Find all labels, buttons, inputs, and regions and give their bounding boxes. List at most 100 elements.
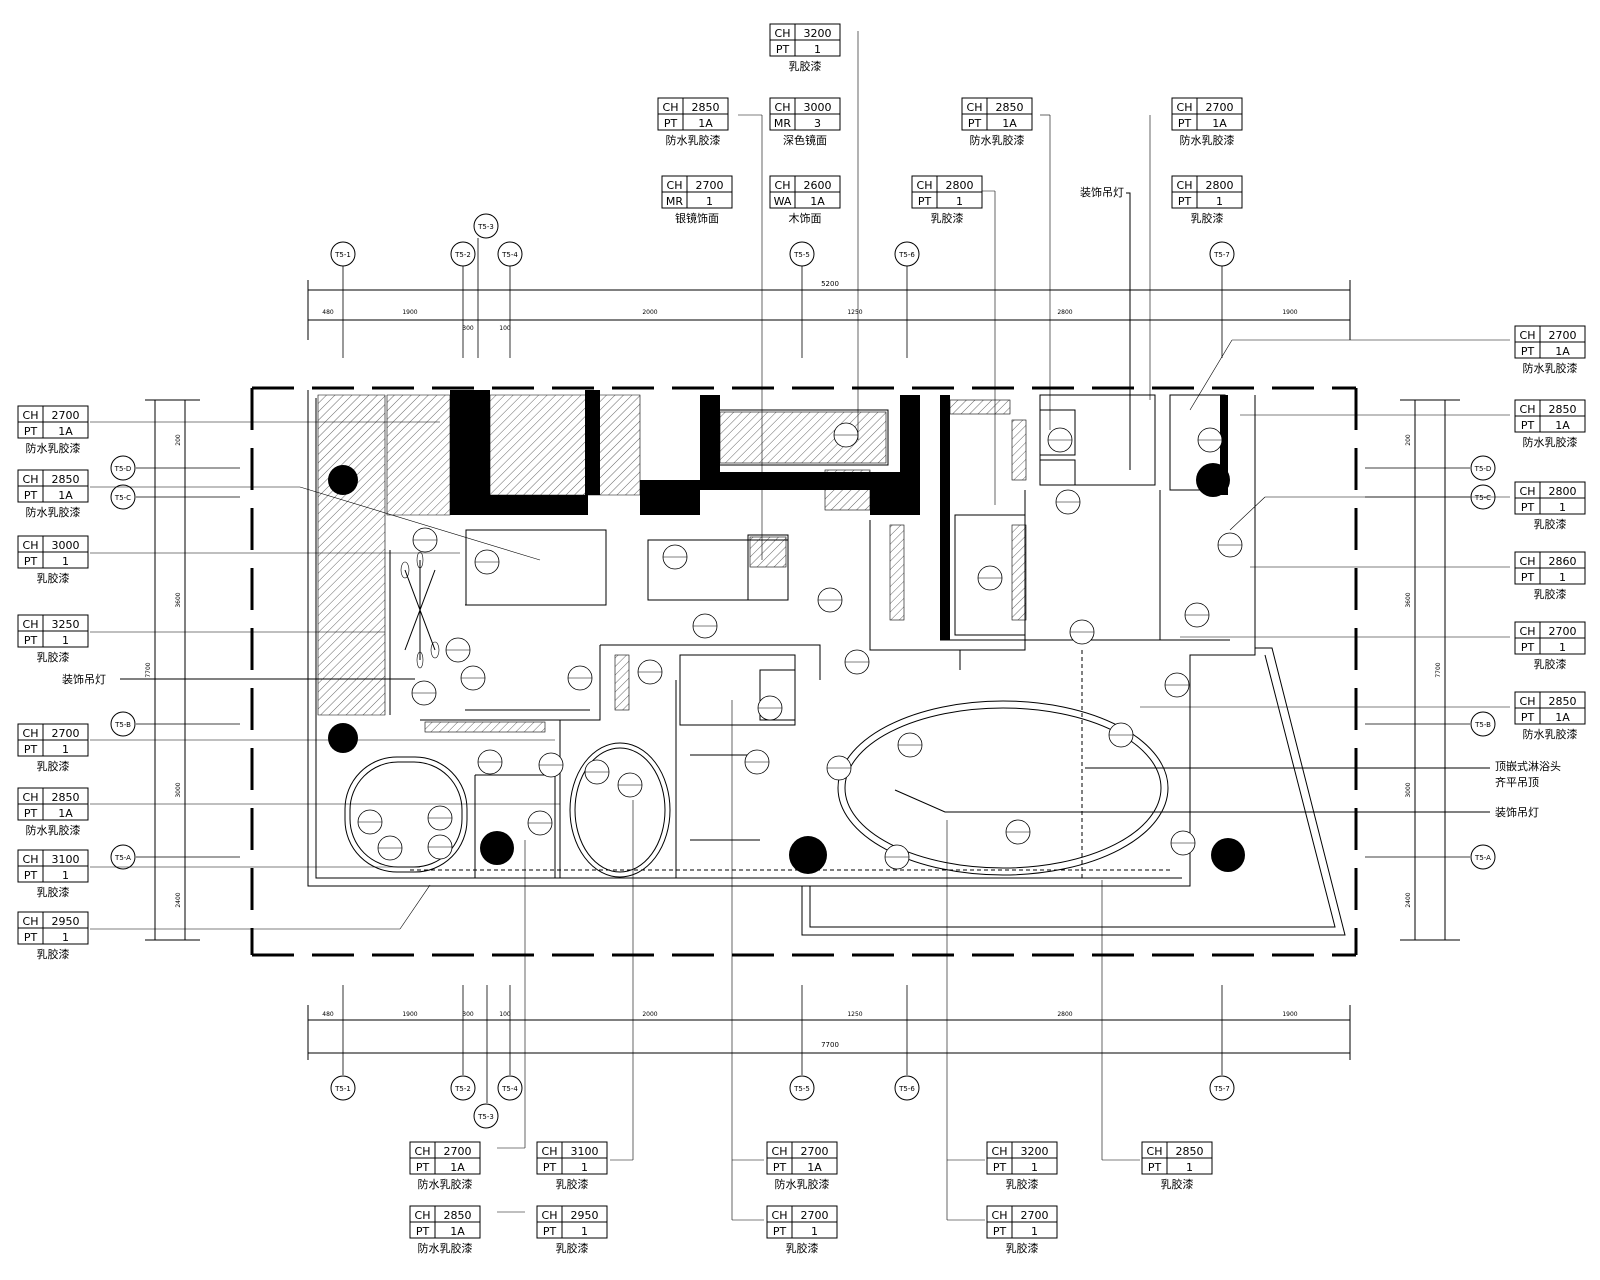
axis-bubble: T5-A [110,844,136,870]
callout-note: 木饰面 [789,211,822,225]
axis-bubble: T5-6 [894,241,920,267]
axis-bubble: T5-2 [450,241,476,267]
callout-code: PT [1521,711,1535,724]
dimension-left: 7700 200 3600 3000 2400 [145,399,200,941]
dim-2000: 2000 [642,309,657,316]
axis-circle [894,241,920,267]
callout-height: 2700 [52,409,80,422]
downlight-icon [897,732,923,758]
callout-material: 1A [450,1225,465,1238]
dim-2800: 2800 [1057,309,1072,316]
exterior-wall [250,386,1358,957]
axis-label: T5-5 [793,251,810,259]
callout-note: 乳胶漆 [1191,211,1224,225]
dim-b-100: 100 [499,1011,511,1018]
callout-height: 3200 [804,27,832,40]
callout-note: 乳胶漆 [556,1241,589,1255]
axis-bubble: T5-3 [473,213,499,239]
axis-label: T5-2 [454,251,471,259]
axis-circle [789,1075,815,1101]
downlight-icon [377,835,403,861]
axis-label: T5-B [114,721,131,729]
axis-bubble: T5-7 [1209,1075,1235,1101]
downlight-icon [757,695,783,721]
dimension-top: 5200 480 1900 300 100 2000 1250 2800 190… [307,280,1351,340]
downlight-icon [744,749,770,775]
axis-bubble: T5-A [1470,844,1496,870]
callout-code: CH [775,179,791,192]
callout-code: CH [775,27,791,40]
callout-code: PT [1521,419,1535,432]
callout-height: 2600 [804,179,832,192]
callout-height: 2850 [692,101,720,114]
axis-label: T5-A [1474,854,1491,862]
dim-1900: 1900 [402,309,417,316]
callout-note: 防水乳胶漆 [666,133,721,147]
callout-code: CH [23,791,39,804]
callout-code: CH [23,618,39,631]
callout-height: 2800 [1206,179,1234,192]
callout-code: PT [1521,345,1535,358]
callout-note: 乳胶漆 [1534,517,1567,531]
callout-height: 3100 [52,853,80,866]
callout-code: PT [1148,1161,1162,1174]
axis-circle [330,1075,356,1101]
callout-material: 3 [814,117,821,130]
callout-code: CH [1520,329,1536,342]
callout-code: PT [416,1225,430,1238]
axis-label: T5-7 [1213,1085,1230,1093]
callout-material: 1 [62,555,69,568]
callout-material: 1 [1216,195,1223,208]
downlight-icon [357,809,383,835]
dim-b-1900: 1900 [1282,1011,1297,1018]
callout-height: 2950 [571,1209,599,1222]
callout-code: PT [543,1161,557,1174]
axis-bubble: T5-D [110,455,136,481]
dim-300: 300 [462,325,474,332]
callout-code: PT [1521,501,1535,514]
callout-material: 1 [1031,1161,1038,1174]
callout-material: 1 [581,1225,588,1238]
axis-bubble: T5-2 [450,1075,476,1101]
axis-bubble: T5-1 [330,241,356,267]
callout-code: CH [23,915,39,928]
callout-code: PT [1521,571,1535,584]
callout-code: PT [993,1161,1007,1174]
callout-code: WA [774,195,792,208]
axis-circle [110,711,136,737]
callout-height: 2700 [1206,101,1234,114]
callout-note: 防水乳胶漆 [1180,133,1235,147]
axis-label: T5-B [1474,721,1491,729]
callout-code: PT [664,117,678,130]
callout-note: 防水乳胶漆 [1523,361,1578,375]
axis-circle [450,241,476,267]
callout-height: 2950 [52,915,80,928]
callout-material: 1 [62,931,69,944]
callout-height: 2850 [444,1209,472,1222]
note-shower-1: 顶嵌式淋浴头 [1495,760,1561,773]
callout-code: PT [24,425,38,438]
axis-circle [110,455,136,481]
downlight-icon [1164,672,1190,698]
axis-bubble: T5-1 [330,1075,356,1101]
axis-label: T5-C [1474,494,1491,502]
callout-material: 1A [58,807,73,820]
callout-code: CH [667,179,683,192]
axis-label: T5-3 [477,1113,494,1121]
downlight-icon [1108,722,1134,748]
callout-code: PT [416,1161,430,1174]
dimension-bottom: 7700 480 1900 300 100 2000 1250 2800 190… [307,1005,1351,1060]
callout-height: 2850 [52,473,80,486]
axis-bubble: T5-B [110,711,136,737]
downlight-icon [477,749,503,775]
